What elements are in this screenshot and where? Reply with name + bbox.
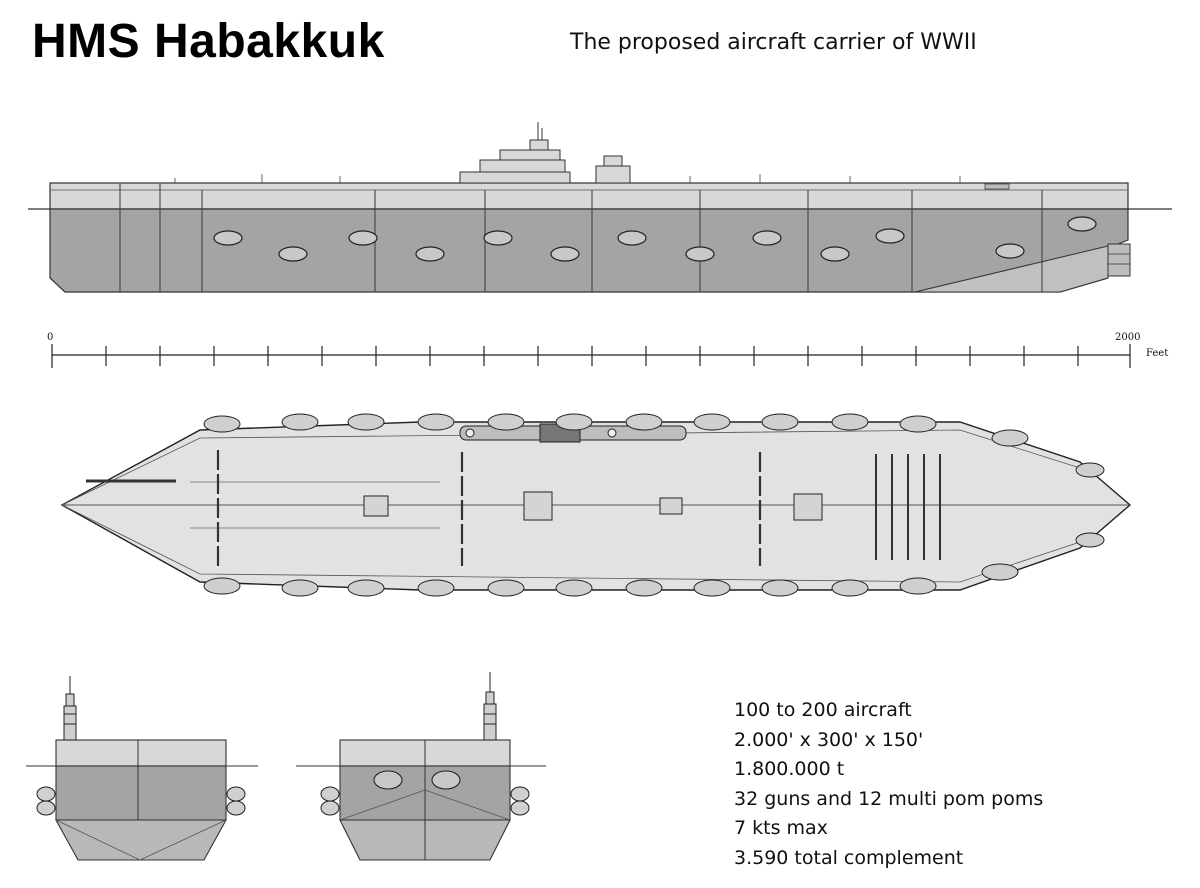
plan-view bbox=[60, 413, 1132, 597]
spec-speed: 7 kts max bbox=[734, 817, 828, 839]
side-propeller-pods bbox=[213, 216, 1097, 262]
end-view-bow bbox=[296, 672, 546, 861]
scale-unit-label: Feet bbox=[1146, 348, 1168, 359]
side-upper-hull bbox=[49, 182, 1129, 210]
side-stern-shading bbox=[914, 245, 1109, 293]
plan-stern-lines bbox=[875, 454, 941, 560]
scale-start-label: 0 bbox=[47, 332, 53, 343]
spec-list: 100 to 200 aircraft 2.000' x 300' x 150'… bbox=[734, 696, 1043, 873]
plan-sponsons-lower bbox=[203, 532, 1105, 597]
diagram-title: HMS Habakkuk bbox=[32, 15, 385, 68]
side-stern-vent bbox=[1107, 243, 1131, 277]
diagram-subtitle: The proposed aircraft carrier of WWII bbox=[570, 30, 977, 55]
scale-end-label: 2000 bbox=[1115, 332, 1140, 343]
scale-bar: 0 2000 Feet bbox=[47, 332, 1168, 368]
spec-displacement: 1.800.000 t bbox=[734, 758, 845, 780]
side-elevation-view bbox=[28, 122, 1172, 293]
end-view-stern bbox=[26, 676, 258, 861]
scale-ticks bbox=[51, 344, 1131, 368]
plan-sponsons-upper bbox=[203, 413, 1105, 478]
spec-complement: 3.590 total complement bbox=[734, 846, 964, 869]
spec-armament: 32 guns and 12 multi pom poms bbox=[734, 787, 1044, 810]
plan-crossing-markings bbox=[216, 450, 762, 568]
spec-dimensions: 2.000' x 300' x 150' bbox=[734, 728, 924, 751]
side-deck-details bbox=[174, 174, 1010, 190]
spec-aircraft: 100 to 200 aircraft bbox=[734, 699, 912, 721]
plan-aircraft-lifts bbox=[363, 491, 823, 521]
side-frame-lines bbox=[119, 183, 1043, 292]
plan-flight-deck bbox=[60, 421, 1132, 591]
side-island-superstructure bbox=[459, 122, 631, 184]
